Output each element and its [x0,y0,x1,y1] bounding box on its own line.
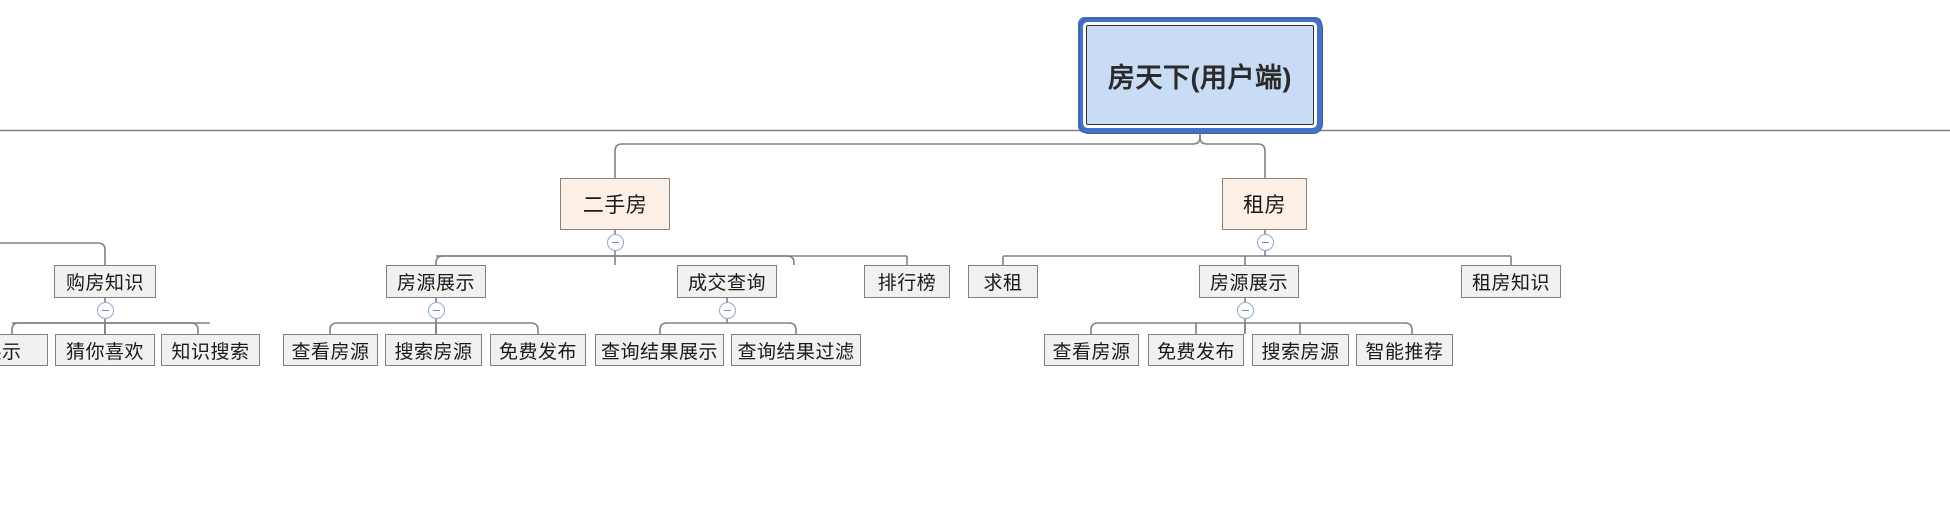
node-label: 猜你喜欢 [65,341,144,363]
node-label: 租房知识 [1471,273,1550,294]
node-label: 查询结果过滤 [737,341,855,363]
minus-icon [611,241,619,244]
node-zufangzhishi[interactable]: 租房知识 [1461,265,1561,298]
collapse-toggle-fangyuanzhanshi-zufang[interactable] [1236,302,1254,319]
node-label: 免费发布 [498,341,577,363]
collapse-toggle-goufangzhishi[interactable] [96,302,114,319]
node-zhinengtuijian[interactable]: 智能推荐 [1356,334,1453,366]
node-chaxunjieguozhanshi[interactable]: 查询结果展示 [595,334,724,366]
node-label: 查看房源 [291,341,370,363]
node-chaxunjieguoguolv[interactable]: 查询结果过滤 [731,334,861,366]
collapse-toggle-fangyuanzhanshi-ershoufang[interactable] [427,302,445,319]
minus-icon [1241,309,1249,312]
node-chakanfangyuan-2[interactable]: 查看房源 [1044,334,1139,366]
node-zhishizhanshi[interactable]: 展示 [0,334,48,366]
node-label: 成交查询 [687,273,766,294]
node-sousuofangyuan-1[interactable]: 搜索房源 [385,334,482,366]
collapse-toggle-ershoufang[interactable] [606,234,624,251]
node-label: 求租 [983,273,1023,294]
node-qiuzu[interactable]: 求租 [968,265,1038,298]
node-label: 排行榜 [877,273,937,294]
node-label: 搜索房源 [394,341,473,363]
node-label: 房天下(用户端) [1108,62,1292,93]
minus-icon [101,309,109,312]
node-goufangzhishi[interactable]: 购房知识 [54,265,156,298]
collapse-toggle-chengjiaochaxun[interactable] [718,302,736,319]
node-chengjiaochaxun[interactable]: 成交查询 [677,265,777,298]
node-label: 二手房 [582,194,648,217]
node-sousuofangyuan-2[interactable]: 搜索房源 [1252,334,1349,366]
node-chakanfangyuan-1[interactable]: 查看房源 [283,334,378,366]
node-label: 搜索房源 [1261,341,1340,363]
node-ershoufang[interactable]: 二手房 [560,178,670,230]
node-label: 房源展示 [1209,273,1288,294]
minus-icon [432,309,440,312]
node-label: 查看房源 [1052,341,1131,363]
node-label: 展示 [0,341,22,363]
minus-icon [723,309,731,312]
node-label: 知识搜索 [171,341,250,363]
node-paihangbang[interactable]: 排行榜 [864,265,950,298]
node-label: 查询结果展示 [600,341,718,363]
node-label: 免费发布 [1156,341,1235,363]
minus-icon [1261,241,1269,244]
node-zhishisousuo[interactable]: 知识搜索 [161,334,260,366]
node-label: 智能推荐 [1365,341,1444,363]
node-fangyuanzhanshi-zufang[interactable]: 房源展示 [1199,265,1299,298]
node-label: 购房知识 [65,273,144,294]
collapse-toggle-zufang[interactable] [1256,234,1274,251]
node-mianfeifabu-2[interactable]: 免费发布 [1148,334,1244,366]
node-zufang[interactable]: 租房 [1222,178,1307,230]
node-root-fangtianxia[interactable]: 房天下(用户端) [1086,25,1314,125]
node-cainixihuan[interactable]: 猜你喜欢 [55,334,155,366]
node-label: 房源展示 [396,273,475,294]
node-label: 租房 [1243,194,1286,217]
node-mianfeifabu-1[interactable]: 免费发布 [490,334,586,366]
node-fangyuanzhanshi-ershoufang[interactable]: 房源展示 [386,265,486,298]
